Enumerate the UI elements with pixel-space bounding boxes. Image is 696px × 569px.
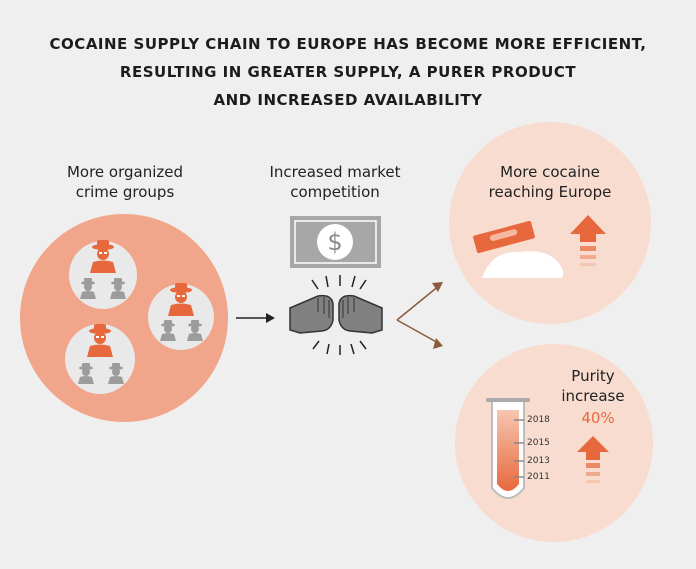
crime-group-2: [148, 283, 214, 350]
competition-label: Increased market competition: [250, 162, 420, 202]
year-label: 2015: [527, 438, 550, 448]
flow-arrow: [236, 313, 275, 323]
crime-groups-label-line-2: crime groups: [75, 183, 175, 201]
purity-up-arrow-icon: [577, 436, 609, 483]
year-label: 2013: [527, 456, 550, 466]
purity-label: Purity increase: [548, 366, 638, 406]
year-label: 2011: [527, 472, 550, 482]
test-tube-icon: [486, 398, 530, 499]
europe-label-line-2: reaching Europe: [488, 183, 612, 201]
europe-label: More cocaine reaching Europe: [465, 162, 635, 202]
split-arrows: [396, 284, 441, 345]
crime-group-3: [65, 324, 135, 394]
europe-circle: [449, 122, 651, 324]
crime-groups-label: More organized crime groups: [40, 162, 210, 202]
headline: COCAINE SUPPLY CHAIN TO EUROPE HAS BECOM…: [0, 30, 696, 114]
headline-line-3: AND INCREASED AVAILABILITY: [213, 91, 483, 109]
cocaine-pile-icon: [482, 251, 564, 278]
purity-percent: 40%: [581, 409, 615, 427]
crime-group-1: [69, 240, 137, 309]
purity-label-line-1: Purity: [571, 367, 615, 385]
banknote-icon: [290, 216, 381, 268]
headline-line-1: COCAINE SUPPLY CHAIN TO EUROPE HAS BECOM…: [49, 35, 647, 53]
europe-label-line-1: More cocaine: [500, 163, 600, 181]
headline-line-2: RESULTING IN GREATER SUPPLY, A PURER PRO…: [119, 63, 577, 81]
purity-label-line-2: increase: [561, 387, 625, 405]
razor-blade-icon: [473, 220, 535, 254]
competition-label-line-2: competition: [290, 183, 380, 201]
fists-icon: [289, 275, 383, 355]
dollar-icon: $: [327, 228, 343, 256]
supply-up-arrow-icon: [570, 215, 606, 266]
crime-groups-label-line-1: More organized: [66, 163, 184, 181]
year-label: 2018: [527, 415, 550, 425]
competition-label-line-1: Increased market: [269, 163, 401, 181]
